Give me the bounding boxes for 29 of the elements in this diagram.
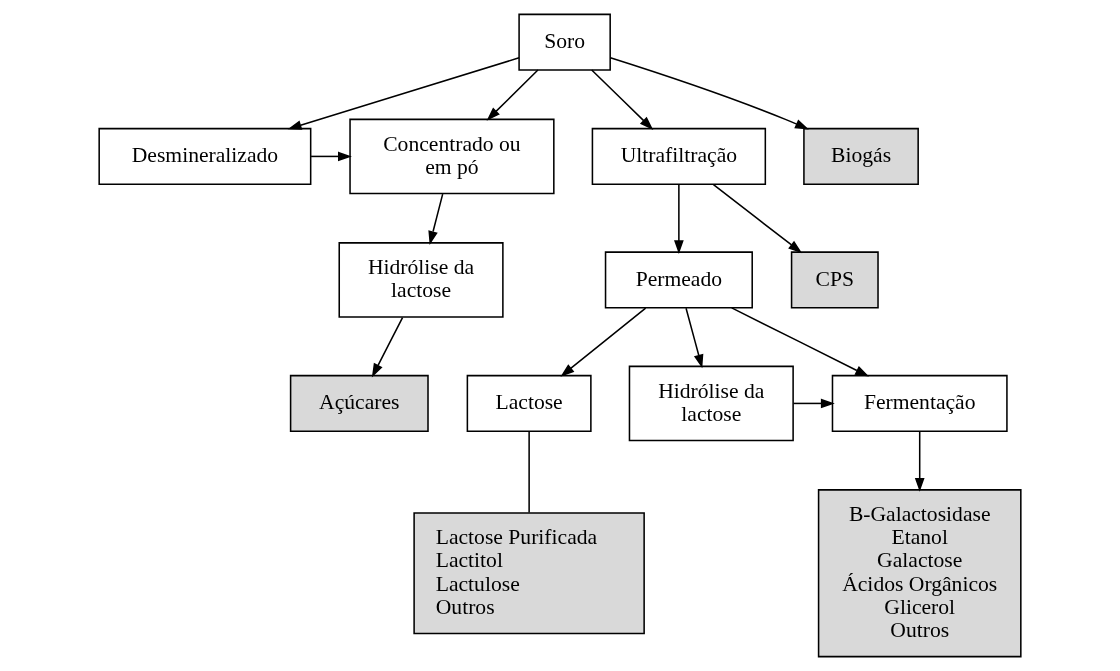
arrow — [590, 69, 654, 130]
node-box: Fermentação — [831, 374, 1008, 432]
node-box: Hidrólise da lactose — [628, 365, 794, 442]
arrow — [428, 193, 444, 245]
arrow — [371, 316, 404, 378]
node-box: Lactose Purificada Lactitol Lactulose Outros — [413, 512, 645, 635]
arrow — [712, 183, 803, 254]
node-box: B-Galactosidase Etanol Galactose Ácidos Orgânicos Glicerol Outros — [817, 489, 1022, 658]
arrow — [486, 69, 539, 121]
node-box: Soro — [518, 13, 611, 71]
arrow — [792, 398, 835, 409]
arrow — [609, 57, 809, 130]
arrow — [914, 431, 925, 492]
node-box: Hidrólise da lactose — [338, 242, 504, 318]
node-box: Açúcares — [289, 374, 429, 432]
arrow — [560, 307, 647, 377]
arrow — [685, 307, 704, 369]
node-box: Concentrado ou em pó — [349, 118, 555, 195]
node-box: Desmineralizado — [98, 127, 312, 185]
arrow — [287, 57, 520, 130]
node-box: Biogás — [803, 127, 919, 185]
arrow — [674, 183, 684, 255]
arrow — [730, 307, 870, 377]
node-box: CPS — [790, 251, 879, 309]
node-box: Permeado — [604, 251, 753, 309]
arrow — [310, 151, 352, 162]
connector — [528, 431, 530, 514]
node-box: Ultrafiltração — [591, 127, 767, 185]
node-box: Lactose — [466, 374, 592, 432]
